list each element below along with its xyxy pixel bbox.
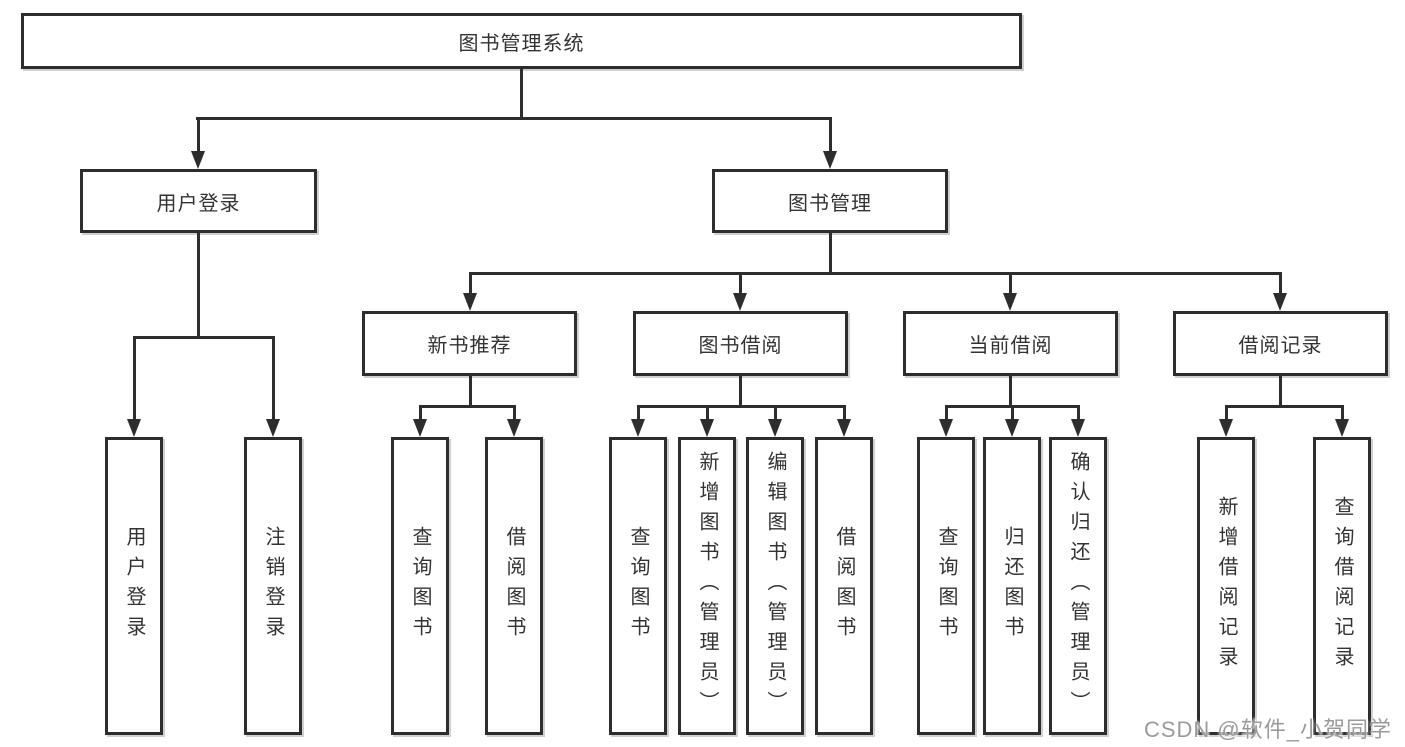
leaf-borrowing-borrow-books: 借阅图书 xyxy=(815,437,873,735)
connector-line xyxy=(637,405,845,408)
connector-line xyxy=(1279,376,1282,405)
leaf-label: 借阅图书 xyxy=(833,526,855,646)
leaf-label: 新增图书（管理员） xyxy=(696,451,718,721)
leaf-edit-books-admin: 编辑图书（管理员） xyxy=(746,437,804,735)
node-book-borrowing: 图书借阅 xyxy=(633,311,848,376)
connector-line xyxy=(843,405,846,421)
leaf-label: 借阅图书 xyxy=(503,526,525,646)
leaf-recommend-query-books: 查询图书 xyxy=(391,437,449,735)
arrow-down-icon xyxy=(127,419,141,437)
arrow-down-icon xyxy=(266,419,280,437)
arrow-down-icon xyxy=(939,419,953,437)
connector-line xyxy=(133,336,274,339)
leaf-label: 查询图书 xyxy=(409,526,431,646)
leaf-label: 确认归还（管理员） xyxy=(1067,451,1089,721)
arrow-down-icon xyxy=(700,419,714,437)
leaf-label: 查询借阅记录 xyxy=(1331,496,1353,676)
arrow-down-icon xyxy=(768,419,782,437)
connector-line xyxy=(513,405,516,421)
connector-line xyxy=(1225,405,1343,408)
connector-line xyxy=(739,272,742,295)
connector-line xyxy=(1011,405,1014,421)
leaf-logout: 注销登录 xyxy=(244,437,302,735)
connector-line xyxy=(469,376,472,405)
arrow-down-icon xyxy=(631,419,645,437)
leaf-label: 查询图书 xyxy=(935,526,957,646)
leaf-add-books-admin: 新增图书（管理员） xyxy=(678,437,736,735)
leaf-label: 查询图书 xyxy=(627,526,649,646)
connector-line xyxy=(829,233,832,272)
node-book-management: 图书管理 xyxy=(712,169,948,233)
connector-line xyxy=(774,405,777,421)
leaf-label: 用户登录 xyxy=(123,526,145,646)
node-current-borrowing: 当前借阅 xyxy=(903,311,1118,376)
arrow-down-icon xyxy=(733,293,747,311)
connector-line xyxy=(272,336,275,421)
connector-line xyxy=(1225,405,1228,421)
leaf-label: 注销登录 xyxy=(262,526,284,646)
connector-line xyxy=(637,405,640,421)
arrow-down-icon xyxy=(1005,419,1019,437)
connector-line xyxy=(469,272,1281,275)
arrow-down-icon xyxy=(1335,419,1349,437)
arrow-down-icon xyxy=(1219,419,1233,437)
leaf-label: 新增借阅记录 xyxy=(1215,496,1237,676)
leaf-borrowing-query-books: 查询图书 xyxy=(609,437,667,735)
connector-line xyxy=(197,117,200,153)
connector-line xyxy=(829,117,832,153)
arrow-down-icon xyxy=(463,293,477,311)
node-user-login: 用户登录 xyxy=(80,169,317,233)
connector-line xyxy=(196,117,832,120)
connector-line xyxy=(197,233,200,336)
leaf-return-books: 归还图书 xyxy=(983,437,1041,735)
connector-line xyxy=(133,336,136,421)
leaf-add-borrow-record: 新增借阅记录 xyxy=(1197,437,1255,735)
leaf-current-query-books: 查询图书 xyxy=(917,437,975,735)
arrow-down-icon xyxy=(191,151,205,169)
connector-line xyxy=(520,69,523,117)
arrow-down-icon xyxy=(413,419,427,437)
arrow-down-icon xyxy=(1273,293,1287,311)
connector-line xyxy=(419,405,516,408)
node-library-system: 图书管理系统 xyxy=(21,13,1022,69)
leaf-confirm-return-admin: 确认归还（管理员） xyxy=(1049,437,1107,735)
connector-line xyxy=(945,405,948,421)
arrow-down-icon xyxy=(1003,293,1017,311)
arrow-down-icon xyxy=(507,419,521,437)
connector-line xyxy=(1009,272,1012,295)
arrow-down-icon xyxy=(823,151,837,169)
connector-line xyxy=(469,272,472,295)
leaf-recommend-borrow-books: 借阅图书 xyxy=(485,437,543,735)
leaf-label: 编辑图书（管理员） xyxy=(764,451,786,721)
connector-line xyxy=(739,376,742,405)
leaf-query-borrow-record: 查询借阅记录 xyxy=(1313,437,1371,735)
connector-line xyxy=(1077,405,1080,421)
csdn-watermark: CSDN @软件_小贺同学 xyxy=(1143,717,1392,742)
connector-line xyxy=(706,405,709,421)
node-borrowing-records: 借阅记录 xyxy=(1173,311,1388,376)
leaf-user-login: 用户登录 xyxy=(105,437,163,735)
connector-line xyxy=(1009,376,1012,405)
node-new-book-recommend: 新书推荐 xyxy=(362,311,577,376)
connector-line xyxy=(1341,405,1344,421)
arrow-down-icon xyxy=(1071,419,1085,437)
arrow-down-icon xyxy=(837,419,851,437)
connector-line xyxy=(1279,272,1282,295)
connector-line xyxy=(419,405,422,421)
leaf-label: 归还图书 xyxy=(1001,526,1023,646)
